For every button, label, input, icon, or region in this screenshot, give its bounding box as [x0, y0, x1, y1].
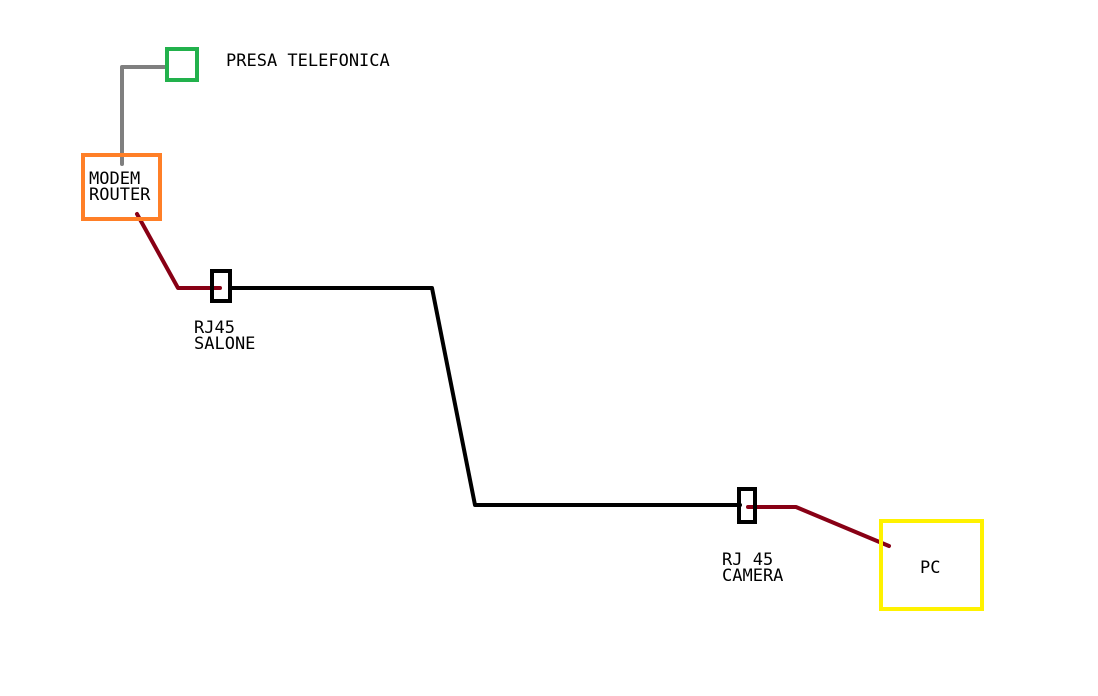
rj45-salone-label-line2: SALONE	[194, 334, 256, 354]
modem-router-label-line2: ROUTER	[89, 185, 151, 205]
pc-label: PC	[920, 558, 941, 578]
wall-cable	[228, 286, 742, 507]
patch-cable-pc	[746, 505, 891, 548]
patch-cable-modem	[135, 212, 222, 290]
modem-router-label-line1: MODEM	[89, 169, 141, 189]
pc-box	[879, 519, 984, 611]
phone-socket-box	[165, 47, 199, 82]
phone-socket-label: PRESA TELEFONICA	[226, 51, 390, 71]
phone-line-cable	[120, 65, 168, 166]
rj45-salone-label-line1: RJ45	[194, 318, 235, 338]
rj45-camera-jack	[737, 487, 757, 524]
rj45-camera-label-line2: CAMERA	[722, 566, 784, 586]
rj45-camera-label-line1: RJ 45	[722, 550, 774, 570]
modem-router-box	[81, 153, 162, 221]
rj45-salone-jack	[210, 269, 232, 303]
